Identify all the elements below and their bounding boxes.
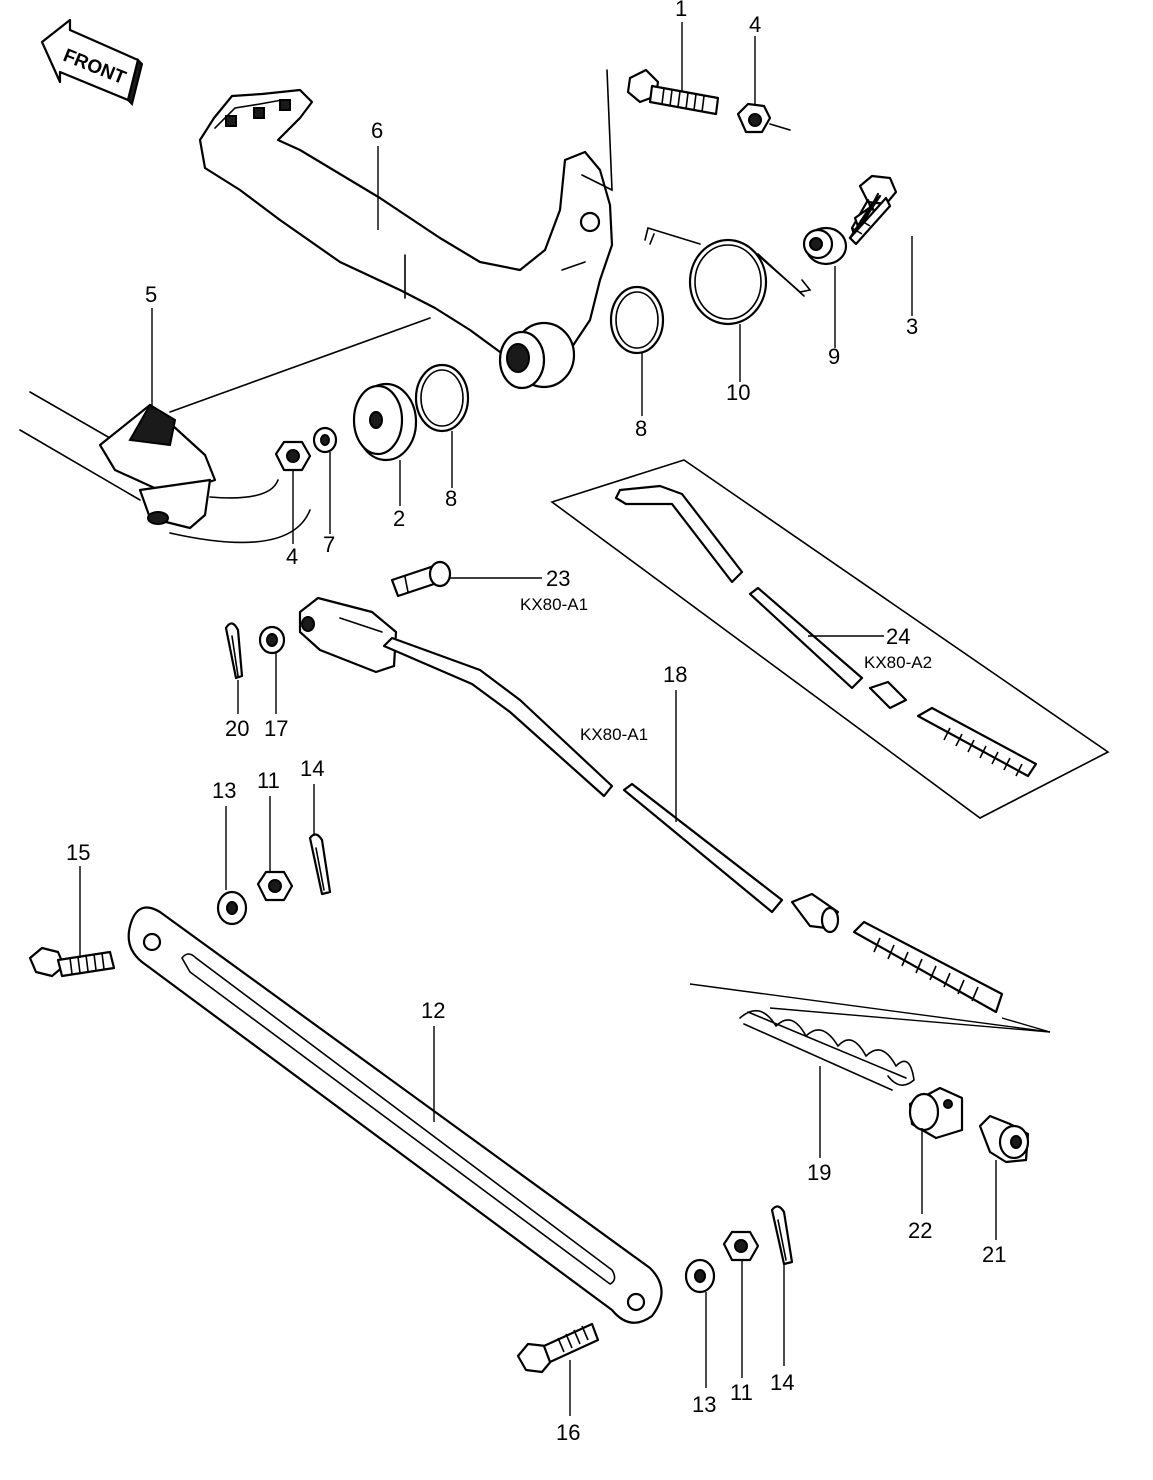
nut-11-upper xyxy=(256,870,294,902)
bolt-3 xyxy=(848,174,898,246)
callout-22: 22 xyxy=(908,1218,932,1243)
brake-link-12 xyxy=(127,906,663,1324)
callout-numbers: 1 4 6 5 3 9 10 8 2 8 7 4 23 KX80-A1 24 K… xyxy=(66,0,1006,1445)
cotter-pin-20 xyxy=(224,622,244,680)
callout-18: 18 xyxy=(663,662,687,687)
callout-8-right: 8 xyxy=(635,416,647,441)
adjusting-nut-21 xyxy=(978,1114,1030,1164)
callout-14-upper: 14 xyxy=(300,756,324,781)
callout-10: 10 xyxy=(726,380,750,405)
callout-15: 15 xyxy=(66,840,90,865)
washer-13-lower xyxy=(684,1258,716,1294)
nut-4-top xyxy=(736,102,772,134)
nut-11-lower xyxy=(722,1230,760,1262)
model-label-kx80-a1-pin: KX80-A1 xyxy=(520,595,588,614)
brake-rod-18 xyxy=(298,596,1004,1014)
cotter-pin-14-upper xyxy=(308,833,332,896)
callout-7: 7 xyxy=(323,532,335,557)
ring-8-right xyxy=(609,285,665,355)
lock-washer-7 xyxy=(312,426,338,454)
callout-9: 9 xyxy=(828,344,840,369)
brake-pedal xyxy=(198,88,614,374)
brake-rod-24 xyxy=(614,484,1038,778)
callout-11-upper: 11 xyxy=(257,768,280,793)
pivot-bracket xyxy=(98,403,217,530)
callout-21: 21 xyxy=(982,1242,1006,1267)
cotter-pin-14-lower xyxy=(770,1205,794,1266)
callout-2: 2 xyxy=(393,506,405,531)
washer-2 xyxy=(352,382,418,462)
model-label-kx80-a2: KX80-A2 xyxy=(864,653,932,672)
callout-1: 1 xyxy=(675,0,687,21)
callout-6: 6 xyxy=(371,118,383,143)
bolt-1 xyxy=(626,68,720,116)
washer-17 xyxy=(258,625,286,655)
pedal-boss xyxy=(498,321,576,390)
callout-5: 5 xyxy=(145,282,157,307)
callout-4-top: 4 xyxy=(749,12,761,37)
callout-13-upper: 13 xyxy=(212,778,236,803)
callout-8-left: 8 xyxy=(445,486,457,511)
callout-3: 3 xyxy=(906,314,918,339)
bolt-16 xyxy=(516,1322,600,1374)
callout-11-lower: 11 xyxy=(730,1380,753,1405)
washer-13-upper xyxy=(216,890,248,926)
ring-8-left xyxy=(414,363,470,433)
callout-4-lower: 4 xyxy=(286,544,298,569)
clevis-pin-23 xyxy=(390,560,452,598)
callout-19: 19 xyxy=(807,1160,831,1185)
bolt-15 xyxy=(28,946,116,978)
collar-9 xyxy=(802,226,848,266)
front-arrow-icon: FRONT xyxy=(40,18,144,106)
callout-20: 20 xyxy=(225,716,249,741)
callout-16: 16 xyxy=(556,1420,580,1445)
spring-19 xyxy=(739,1009,915,1091)
leader-lines xyxy=(79,22,1051,1416)
callout-23: 23 xyxy=(546,566,570,591)
model-label-kx80-a1-rod: KX80-A1 xyxy=(580,725,648,744)
callout-17: 17 xyxy=(264,716,288,741)
callout-24: 24 xyxy=(886,624,910,649)
callout-12: 12 xyxy=(421,998,445,1023)
callout-13-lower: 13 xyxy=(692,1392,716,1417)
return-spring-10 xyxy=(644,226,812,326)
nut-4-lower xyxy=(274,440,312,472)
trunnion-22 xyxy=(908,1086,964,1140)
callout-14-lower: 14 xyxy=(770,1370,794,1395)
